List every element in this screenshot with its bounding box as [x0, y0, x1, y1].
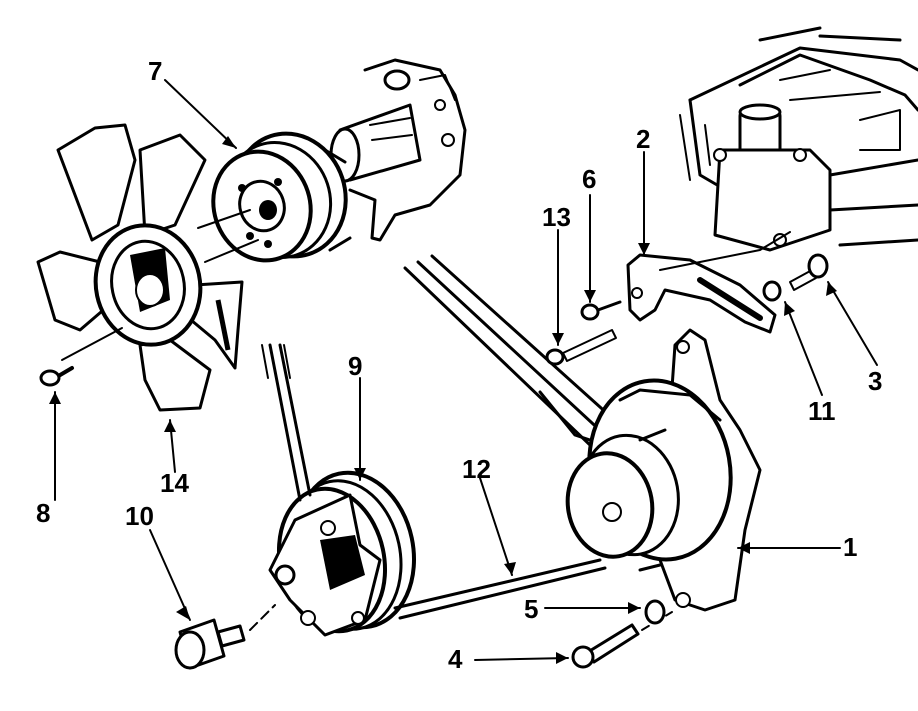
- callout-adjust-brace: 2: [636, 124, 650, 154]
- crank-pulley: [268, 470, 417, 637]
- callout-crank-bolt: 10: [125, 501, 154, 531]
- alternator: [565, 328, 762, 612]
- v-belt-upper: [403, 254, 622, 447]
- callout-fan-pulley: 7: [148, 56, 162, 86]
- brace-small-bolt: [580, 300, 622, 321]
- callout-pivot-bolt: 4: [448, 644, 463, 674]
- cooling-fan: [36, 123, 244, 412]
- callout-brace-long-bolt: 13: [542, 202, 571, 232]
- fan-bolt: [39, 366, 74, 387]
- callout-fan: 14: [160, 468, 189, 498]
- brace-washer: [762, 280, 782, 302]
- callout-brace-small-bolt: 6: [582, 164, 596, 194]
- callout-brace-bolt: 3: [868, 366, 882, 396]
- leader-arrowheads: [49, 136, 837, 664]
- adjust-brace: [626, 231, 791, 334]
- engine-block: [679, 26, 918, 252]
- callout-labels: 7 8 14 9 10 12 1 2 3 4 5 6 13 11: [36, 56, 882, 674]
- brace-long-bolt: [545, 329, 617, 366]
- crank-bolt: [174, 604, 276, 670]
- callout-pivot-washer: 5: [524, 594, 538, 624]
- leader-lines: [54, 79, 878, 661]
- v-belt-lower: [261, 343, 607, 620]
- brace-bolt: [789, 253, 829, 291]
- pivot-bolt: [571, 611, 673, 669]
- fan-pulley: [211, 131, 352, 263]
- callout-v-belt: 12: [462, 454, 491, 484]
- callout-crank-pulley: 9: [348, 351, 362, 381]
- water-pump: [329, 58, 467, 242]
- fan-guide-lines: [61, 209, 259, 361]
- callout-brace-washer: 11: [808, 396, 836, 426]
- callout-alternator: 1: [843, 532, 857, 562]
- callout-fan-bolt: 8: [36, 498, 50, 528]
- pivot-washer: [644, 599, 666, 625]
